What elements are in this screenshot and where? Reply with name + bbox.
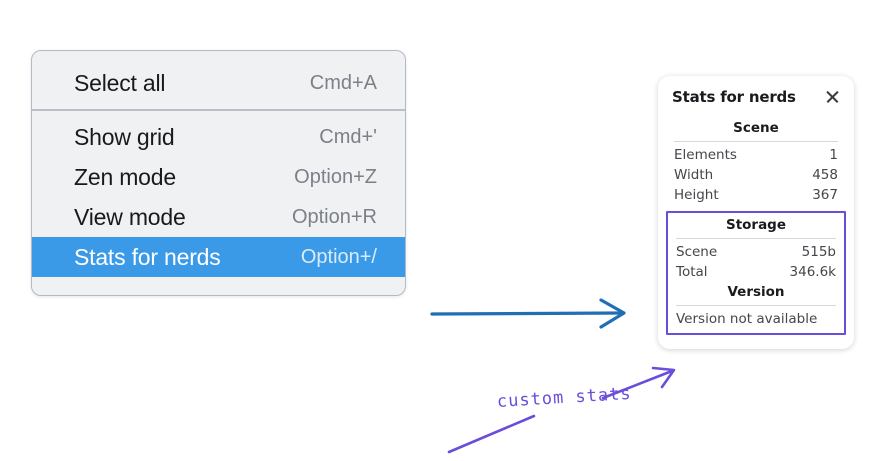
- stats-for-nerds-panel: Stats for nerds Scene Elements 1 Width 4…: [658, 76, 854, 349]
- stats-row-key: Scene: [676, 244, 718, 260]
- menu-item-view-mode[interactable]: View mode Option+R: [32, 197, 405, 237]
- menu-item-label: View mode: [74, 203, 186, 230]
- stats-panel-header: Stats for nerds: [672, 88, 840, 106]
- stats-row-scene: Scene 515b: [674, 242, 838, 262]
- section-divider: [676, 305, 836, 306]
- stats-row-elements: Elements 1: [672, 145, 840, 165]
- stats-row-value: 367: [812, 187, 838, 203]
- stats-row-value: 346.6k: [789, 264, 836, 280]
- menu-group-2: Show grid Cmd+' Zen mode Option+Z View m…: [32, 109, 405, 283]
- menu-item-label: Zen mode: [74, 163, 176, 190]
- stats-row-height: Height 367: [672, 185, 840, 205]
- stats-row-width: Width 458: [672, 165, 840, 185]
- menu-item-shortcut: Option+/: [300, 245, 377, 268]
- purple-underline-stroke: [447, 414, 536, 454]
- section-divider: [676, 238, 836, 239]
- stats-row-value: 1: [829, 147, 838, 163]
- menu-item-select-all[interactable]: Select all Cmd+A: [32, 63, 405, 103]
- stats-section-scene: Scene Elements 1 Width 458 Height 367: [672, 118, 840, 205]
- close-icon[interactable]: [824, 89, 840, 105]
- section-title: Storage: [725, 217, 787, 233]
- section-divider: [674, 141, 838, 142]
- context-menu[interactable]: Select all Cmd+A Show grid Cmd+' Zen mod…: [31, 50, 406, 296]
- menu-item-shortcut: Cmd+': [319, 125, 377, 148]
- stats-row-key: Width: [674, 167, 714, 183]
- stats-row-key: Elements: [674, 147, 737, 163]
- stats-row-key: Height: [674, 187, 719, 203]
- stats-section-storage: Storage Scene 515b Total 346.6k: [674, 215, 838, 282]
- menu-group-1: Select all Cmd+A: [32, 57, 405, 109]
- stats-row-key: Total: [676, 264, 708, 280]
- version-not-available-text: Version not available: [676, 311, 818, 327]
- menu-item-stats-for-nerds[interactable]: Stats for nerds Option+/: [32, 237, 405, 277]
- section-title: Scene: [733, 120, 779, 136]
- custom-stats-highlight-box: Storage Scene 515b Total 346.6k Version …: [666, 211, 846, 335]
- menu-item-shortcut: Option+Z: [294, 165, 377, 188]
- blue-arrow-menu-to-panel: [430, 298, 626, 329]
- menu-item-label: Show grid: [74, 123, 175, 150]
- stats-row-total: Total 346.6k: [674, 262, 838, 282]
- menu-item-shortcut: Cmd+A: [309, 71, 377, 94]
- stats-row-value: 458: [812, 167, 838, 183]
- section-title: Version: [727, 284, 785, 300]
- menu-item-label: Select all: [74, 69, 166, 96]
- menu-item-shortcut: Option+R: [291, 205, 377, 228]
- menu-item-label: Stats for nerds: [74, 243, 221, 270]
- stats-row-value: 515b: [801, 244, 836, 260]
- custom-stats-annotation-label: custom stats: [496, 383, 633, 412]
- menu-item-zen-mode[interactable]: Zen mode Option+Z: [32, 157, 405, 197]
- menu-item-show-grid[interactable]: Show grid Cmd+': [32, 117, 405, 157]
- stats-panel-title: Stats for nerds: [672, 88, 796, 106]
- stats-section-version: Version Version not available: [674, 282, 838, 329]
